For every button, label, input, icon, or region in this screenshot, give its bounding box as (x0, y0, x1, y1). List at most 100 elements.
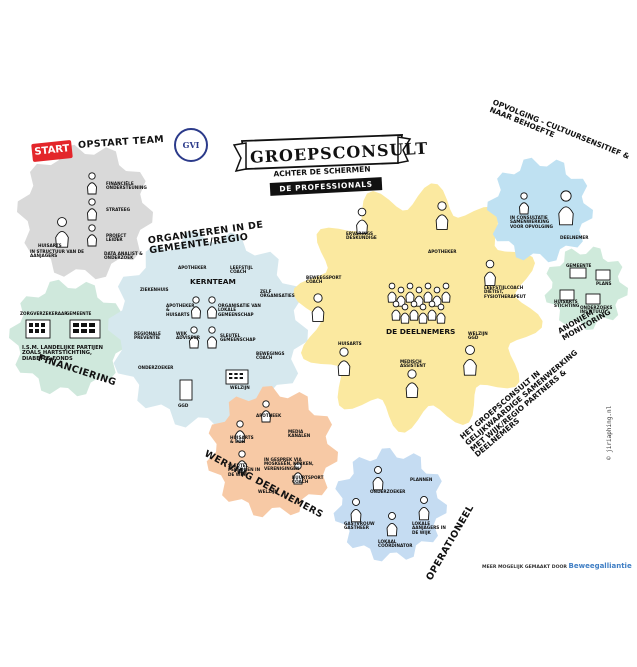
person-icon-kern-4 (207, 326, 217, 349)
label-buurtsportcoach: BUURTSPORT COACH (292, 475, 324, 485)
gvi-logo: GVI (174, 128, 208, 162)
artist-signature: © jiriaphing.nl (606, 405, 613, 460)
person-icon-deelnemer-opvolging (558, 190, 574, 226)
person-icon-deelnemer-b6 (436, 303, 446, 324)
building-icon-welzijn (225, 369, 249, 385)
building-icon-gemeente-mon (569, 267, 587, 279)
label-bewegingscoach: BEWEGINGS COACH (256, 351, 285, 361)
person-icon-huisarts-center (337, 347, 351, 376)
label-data: DATA ANALIST & ONDERZOEK (104, 251, 143, 261)
label-apotheker-huisarts: APOTHEKER & HUISARTS (166, 303, 195, 317)
person-icon-apotheek (261, 400, 271, 423)
person-icon-deelnemer-b3 (409, 300, 419, 321)
label-apotheek-werving: APOTHEEK (256, 413, 282, 418)
person-icon-leefstijlcoach (484, 259, 496, 287)
label-sleutelpersonen: SLEUTEL PERSONEN IN DE WIJK (228, 463, 261, 477)
person-icon-deelnemer-b1 (391, 300, 401, 321)
logo-text: GVI (182, 140, 200, 150)
label-welzijn-kern: WELZIJN (230, 385, 250, 390)
person-icon-apotheker (435, 201, 449, 230)
label-onderzoeker-op: ONDERZOEKER (370, 489, 406, 494)
person-icon-sleutelpersoon (237, 450, 247, 473)
label-welzijn-ggd: WELZIJN GGD (468, 331, 488, 341)
label-zorgverzekeraar: ZORGVERZEKERAAR (20, 311, 68, 316)
label-opvolging-coordinator: IN CONSULTATIE SAMENWERKING VOOR OPVOLGI… (510, 215, 553, 229)
label-de-deelnemers: DE DEELNEMERS (386, 327, 456, 336)
opstart-gear (17, 144, 153, 280)
label-huisarts-poh: HUISARTS & POH (230, 435, 254, 445)
person-icon-financieel (87, 172, 97, 195)
footer-credit: MEER MOGELIJK GEMAAKT DOOR Beweegalliant… (482, 562, 632, 570)
label-regionale: REGIONALE PREVENTIE (134, 331, 161, 341)
label-deelnemer: DEELNEMER (560, 235, 589, 240)
label-ggd: GGD (178, 403, 189, 408)
label-leefstijlcoach-center: LEEFSTIJLCOACH DIËTIST, FYSIOTHERAPEUT (484, 285, 526, 299)
label-apotheker-kern: APOTHEKER (178, 265, 207, 270)
label-projectleider: PROJECT LEIDER (106, 233, 127, 243)
person-icon-deelnemer-b4 (418, 303, 428, 324)
label-derde-partijen: I.S.M. LANDELIJKE PARTIJEN ZOALS HARTSTI… (22, 345, 103, 362)
title-banner-icon (232, 134, 412, 173)
person-icon-deelnemer-1 (387, 282, 397, 303)
person-icon-huisarts (55, 217, 69, 248)
person-icon-deelnemer-5 (423, 282, 433, 303)
kernteam-gear (108, 230, 308, 430)
monitoring-gear (544, 246, 628, 330)
building-icon-ggd (179, 379, 193, 401)
label-gastvrouw: GASTVROUW GASTHEER (344, 521, 375, 531)
label-stichting: HUISARTS STICHTING (554, 299, 580, 309)
label-lokaal-coordinator: LOKAAL COÖRDINATOR (378, 539, 413, 549)
label-gemeente-mon: GEMEENTE (566, 263, 592, 268)
gears-layer (9, 144, 628, 562)
building-icon-instituut (585, 293, 601, 305)
label-zelforganisaties: ZELF ORGANISATIES (260, 289, 295, 299)
person-icon-aanjager (418, 496, 430, 521)
label-huisarts-note: IN STRUCTUUR VAN DE AANJAGERS (30, 249, 84, 259)
label-apotheker-center: APOTHEKER (428, 249, 457, 254)
person-icon-kern-1 (191, 296, 201, 319)
opvolging-gear (487, 157, 593, 263)
person-icon-onderzoeker (372, 466, 384, 491)
label-huisarts-center: HUISARTS (338, 341, 362, 346)
person-icon-gastvrouw (350, 498, 362, 523)
person-icon-beweegcoach (311, 293, 325, 322)
label-kernteam: KERNTEAM (190, 277, 236, 286)
building-icon-plans (595, 269, 611, 281)
person-icon-kern-3 (189, 326, 199, 349)
beweegalliantie-logo: Beweegalliantie (568, 562, 632, 570)
label-lokale-aanjagers: LOKALE AANJAGERS IN DE WIJK (412, 521, 446, 535)
person-icon-medisch-assistent (405, 369, 419, 398)
label-financiele: FINANCIËLE ONDERSTEUNING (106, 181, 147, 191)
person-icon-ervaringsdeskundige (356, 207, 368, 235)
person-icon-coordinator (386, 512, 398, 537)
person-icon-deelnemer-7 (441, 282, 451, 303)
label-welzijn-werving: WELZIJN (258, 489, 278, 494)
label-huisarts-opstart: HUISARTS (38, 243, 62, 248)
person-icon-deelnemer-b5 (427, 300, 437, 321)
person-icon-deelnemer-b2 (400, 303, 410, 324)
deelnemers-gear (293, 183, 543, 433)
person-icon-welzijn-ggd (463, 345, 477, 376)
werving-gear (206, 386, 338, 518)
operationeel-gear (333, 448, 447, 562)
icons-layer (25, 172, 611, 537)
label-strateeg: STRATEEG (106, 207, 131, 212)
footer-text: MEER MOGELIJK GEMAAKT DOOR (482, 565, 567, 570)
label-gemeente-fin: GEMEENTE (66, 311, 92, 316)
label-ervaringsdeskundige: ERVARINGS DESKUNDIGE (346, 231, 377, 241)
person-icon-buurtsport (293, 462, 303, 485)
label-medisch-assistent: MEDISCH ASSISTENT (400, 359, 426, 369)
label-ziekenhuis: ZIEKENHUIS (140, 287, 169, 292)
person-icon-coordinator-opvolging (519, 192, 529, 215)
person-icon-projectleider (87, 224, 97, 247)
building-icon-stichting (559, 289, 575, 301)
label-leefstijl-kern: LEEFSTIJL COACH (230, 265, 253, 275)
label-onderzoeker-kern: ONDERZOEKER (138, 365, 174, 370)
label-media: MEDIA KANALEN (288, 429, 311, 439)
person-icon-strateeg (87, 198, 97, 221)
person-icon-kern-2 (207, 296, 217, 319)
label-gemeenschap: SLEUTEL GEMEENSCHAP (220, 333, 256, 343)
building-icon-zorgverzekeraar (25, 319, 51, 339)
label-in-gesprek: IN GESPREK VIA MOSKEEËN, KERKEN, VERENIG… (264, 457, 314, 471)
